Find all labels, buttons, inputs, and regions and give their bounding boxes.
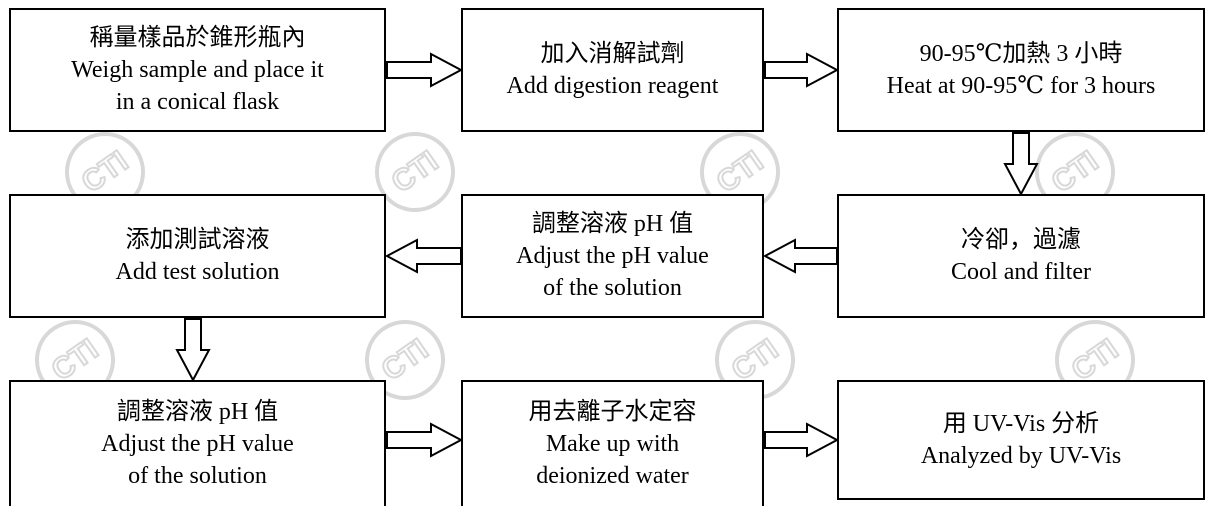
step-make-up-with-water: 用去離子水定容 Make up with deionized water	[461, 380, 764, 506]
step-label-en: Add digestion reagent	[506, 73, 719, 99]
svg-text:CTI: CTI	[76, 145, 135, 200]
step-label-en-cont: deionized water	[536, 463, 689, 489]
step-label-zh: 用去離子水定容	[528, 399, 697, 425]
step-add-test-solution: 添加測試溶液 Add test solution	[9, 194, 386, 318]
step-label-zh: 調整溶液 pH 值	[116, 399, 279, 425]
arrow-right-4	[764, 422, 840, 458]
step-label-zh: 添加測試溶液	[125, 227, 270, 253]
arrow-right-3	[386, 422, 464, 458]
step-label-en: Adjust the pH value	[516, 243, 709, 269]
step-label-en-cont: of the solution	[543, 275, 682, 301]
svg-text:CTI: CTI	[711, 145, 770, 200]
arrow-left-1	[762, 238, 838, 274]
step-label-en: Weigh sample and place it	[71, 57, 324, 83]
step-add-digestion-reagent: 加入消解試劑 Add digestion reagent	[461, 8, 764, 132]
step-label-zh: 調整溶液 pH 值	[531, 211, 694, 237]
step-label-zh: 稱量樣品於錐形瓶內	[89, 25, 306, 51]
step-label-en: Cool and filter	[951, 259, 1091, 285]
svg-text:CTI: CTI	[1046, 145, 1105, 200]
step-heat: 90-95℃加熱 3 小時 Heat at 90-95℃ for 3 hours	[837, 8, 1205, 132]
step-adjust-ph-1: 調整溶液 pH 值 Adjust the pH value of the sol…	[461, 194, 764, 318]
step-analyze-uv-vis: 用 UV-Vis 分析 Analyzed by UV-Vis	[837, 380, 1205, 500]
arrow-down-2	[175, 318, 211, 383]
arrow-left-2	[384, 238, 462, 274]
arrow-down-1	[1003, 132, 1039, 197]
step-label-en: Make up with	[545, 431, 680, 457]
step-adjust-ph-2: 調整溶液 pH 值 Adjust the pH value of the sol…	[9, 380, 386, 506]
arrow-layer	[175, 52, 1039, 458]
step-label-en: Adjust the pH value	[101, 431, 294, 457]
step-cool-and-filter: 冷卻，過濾 Cool and filter	[837, 194, 1205, 318]
arrow-right-1	[386, 52, 464, 88]
step-weigh-sample: 稱量樣品於錐形瓶內 Weigh sample and place it in a…	[9, 8, 386, 132]
arrow-right-2	[764, 52, 840, 88]
step-label-en-cont: of the solution	[128, 463, 267, 489]
step-label-en: Heat at 90-95℃ for 3 hours	[886, 73, 1156, 99]
svg-text:CTI: CTI	[386, 145, 445, 200]
step-label-en: Add test solution	[115, 259, 280, 285]
step-label-zh: 用 UV-Vis 分析	[942, 411, 1100, 437]
step-label-zh: 90-95℃加熱 3 小時	[919, 41, 1123, 67]
step-label-en-cont: in a conical flask	[115, 89, 280, 115]
step-label-en: Analyzed by UV-Vis	[920, 443, 1122, 469]
step-label-zh: 冷卻，過濾	[961, 227, 1081, 253]
step-label-zh: 加入消解試劑	[540, 41, 685, 67]
